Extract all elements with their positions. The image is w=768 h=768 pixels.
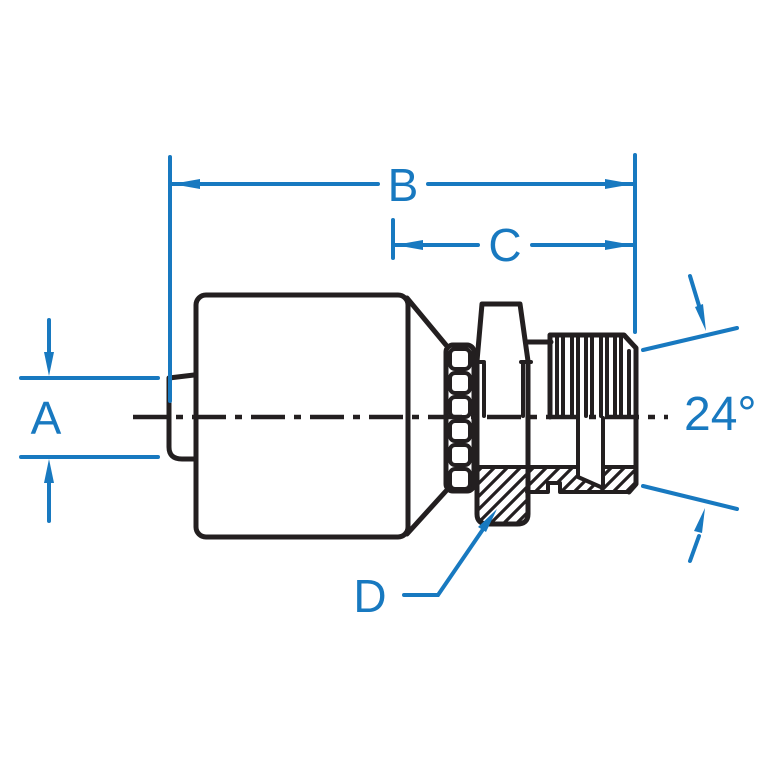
arrowhead-down-icon bbox=[44, 352, 54, 376]
arrowhead-up-icon bbox=[44, 459, 54, 483]
arrowhead-up-right-icon bbox=[478, 509, 497, 532]
dimension-a: A bbox=[19, 318, 160, 523]
cone-angle-label: 24° bbox=[684, 388, 757, 441]
dim-c-label: C bbox=[488, 219, 521, 271]
arrowhead-right-icon bbox=[605, 179, 633, 189]
dimension-b: B bbox=[168, 153, 637, 403]
dim-a-label: A bbox=[31, 392, 62, 444]
cone-angle-annotation: 24° bbox=[641, 274, 757, 563]
cone-slant-line-bottom bbox=[641, 484, 739, 511]
cone-bore-outline bbox=[576, 416, 605, 490]
section-outlines bbox=[476, 416, 637, 494]
dim-d-label: D bbox=[353, 570, 386, 622]
dim-b-label: B bbox=[388, 159, 419, 211]
dimension-c: C bbox=[391, 218, 635, 271]
callout-d: D bbox=[353, 509, 497, 622]
cone-slant-line-top bbox=[641, 326, 739, 352]
cone-arrow-stem-bottom bbox=[688, 534, 701, 563]
arrowhead-down-icon bbox=[695, 304, 706, 331]
hose-stem bbox=[166, 372, 199, 462]
collar-serrations bbox=[448, 347, 472, 491]
thread-lines bbox=[555, 335, 631, 418]
arrowhead-left-icon bbox=[395, 240, 423, 250]
arrowhead-right-icon bbox=[605, 240, 633, 250]
cone-arrow-stem-top bbox=[688, 274, 702, 311]
thread-relief-profile bbox=[525, 481, 631, 494]
arrowhead-up-icon bbox=[694, 508, 705, 533]
body-taper-top bbox=[404, 295, 449, 348]
arrowhead-left-icon bbox=[172, 179, 200, 189]
leader-line-d bbox=[402, 520, 490, 597]
fitting-outline bbox=[133, 292, 668, 540]
body-taper-bottom bbox=[404, 488, 449, 537]
